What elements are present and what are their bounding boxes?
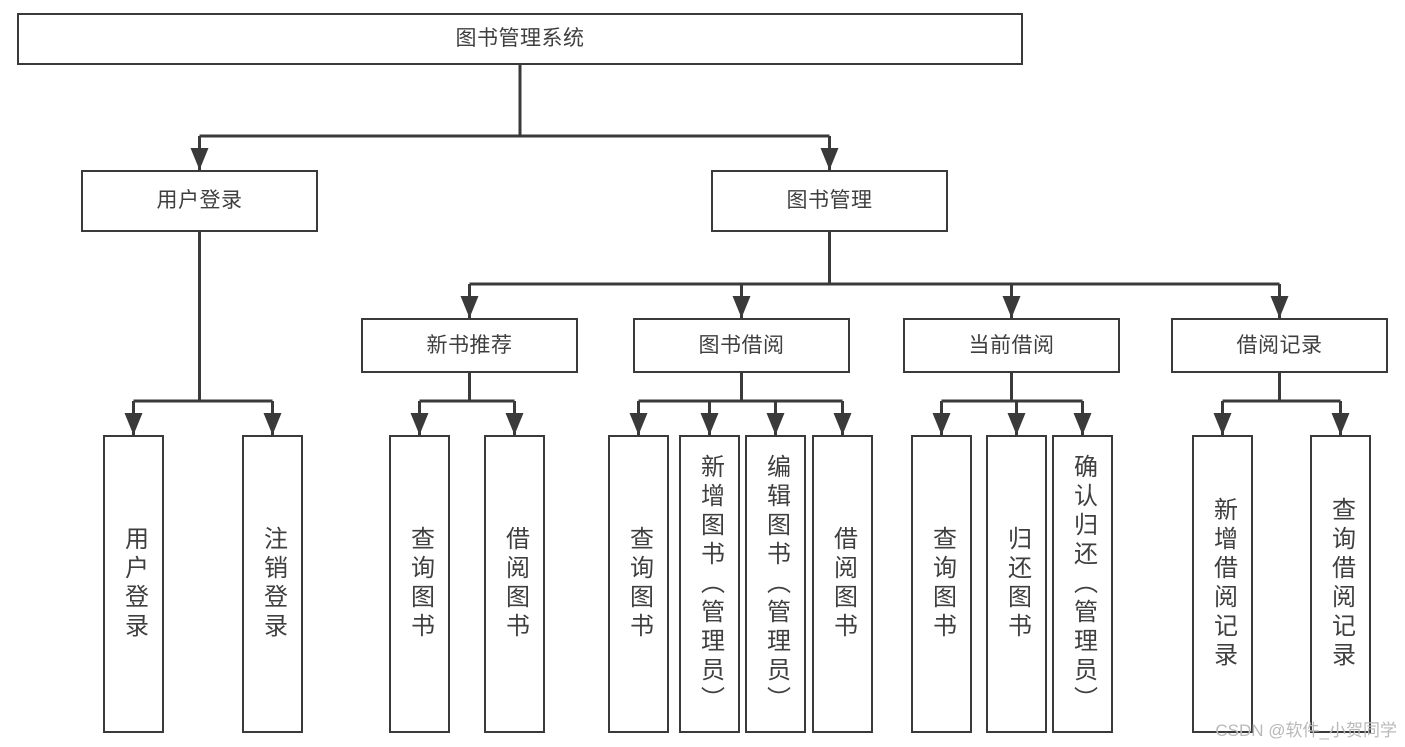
node-leaf-borrow-book-1[interactable]: 借阅图书: [484, 435, 545, 733]
node-root[interactable]: 图书管理系统: [17, 13, 1023, 65]
arrowhead-icon: [410, 413, 429, 435]
arrowhead-icon: [1270, 296, 1289, 318]
node-new-book-rec[interactable]: 新书推荐: [361, 318, 578, 373]
node-label: 借阅记录: [1236, 333, 1323, 357]
arrowhead-icon: [1331, 413, 1350, 435]
arrowhead-icon: [263, 413, 282, 435]
node-label: 用户登录: [120, 526, 148, 642]
node-label: 查询借阅记录: [1327, 497, 1355, 671]
arrowhead-icon: [932, 413, 951, 435]
arrowhead-icon: [732, 296, 751, 318]
arrowhead-icon: [700, 413, 719, 435]
node-leaf-borrow-book-2[interactable]: 借阅图书: [812, 435, 873, 733]
node-label: 确认归还（管理员）: [1069, 453, 1097, 715]
node-leaf-return-book[interactable]: 归还图书: [986, 435, 1047, 733]
node-label: 借阅图书: [829, 526, 857, 642]
arrowhead-icon: [820, 148, 839, 170]
arrowhead-icon: [190, 148, 209, 170]
node-label: 查询图书: [928, 526, 956, 642]
arrowhead-icon: [766, 413, 785, 435]
node-leaf-confirm-return[interactable]: 确认归还（管理员）: [1052, 435, 1113, 733]
node-leaf-user-logout[interactable]: 注销登录: [242, 435, 303, 733]
node-current-borrow[interactable]: 当前借阅: [903, 318, 1120, 373]
arrowhead-icon: [460, 296, 479, 318]
node-label: 新增借阅记录: [1209, 497, 1237, 671]
arrowhead-icon: [1002, 296, 1021, 318]
arrowhead-icon: [1213, 413, 1232, 435]
node-label: 借阅图书: [501, 526, 529, 642]
node-label: 归还图书: [1003, 526, 1031, 642]
node-label: 查询图书: [625, 526, 653, 642]
node-borrow-record[interactable]: 借阅记录: [1171, 318, 1388, 373]
arrowhead-icon: [505, 413, 524, 435]
node-label: 图书管理系统: [455, 27, 585, 51]
node-book-borrow[interactable]: 图书借阅: [633, 318, 850, 373]
node-label: 查询图书: [406, 526, 434, 642]
node-label: 新书推荐: [426, 333, 513, 357]
node-label: 图书管理: [786, 189, 873, 213]
node-label: 编辑图书（管理员）: [762, 453, 790, 715]
node-leaf-user-login[interactable]: 用户登录: [103, 435, 164, 733]
node-label: 图书借阅: [698, 333, 785, 357]
arrowhead-icon: [1007, 413, 1026, 435]
arrowhead-icon: [1073, 413, 1092, 435]
node-leaf-add-book[interactable]: 新增图书（管理员）: [679, 435, 740, 733]
node-book-manage[interactable]: 图书管理: [711, 170, 948, 232]
node-leaf-query-book-1[interactable]: 查询图书: [389, 435, 450, 733]
arrowhead-icon: [833, 413, 852, 435]
arrowhead-icon: [124, 413, 143, 435]
node-leaf-add-record[interactable]: 新增借阅记录: [1192, 435, 1253, 733]
node-label: 当前借阅: [968, 333, 1055, 357]
node-leaf-query-book-2[interactable]: 查询图书: [608, 435, 669, 733]
node-leaf-edit-book[interactable]: 编辑图书（管理员）: [745, 435, 806, 733]
arrowhead-icon: [629, 413, 648, 435]
node-user-login[interactable]: 用户登录: [81, 170, 318, 232]
node-leaf-query-record[interactable]: 查询借阅记录: [1310, 435, 1371, 733]
node-label: 新增图书（管理员）: [696, 453, 724, 715]
node-leaf-query-book-3[interactable]: 查询图书: [911, 435, 972, 733]
node-label: 注销登录: [259, 526, 287, 642]
node-label: 用户登录: [156, 189, 243, 213]
